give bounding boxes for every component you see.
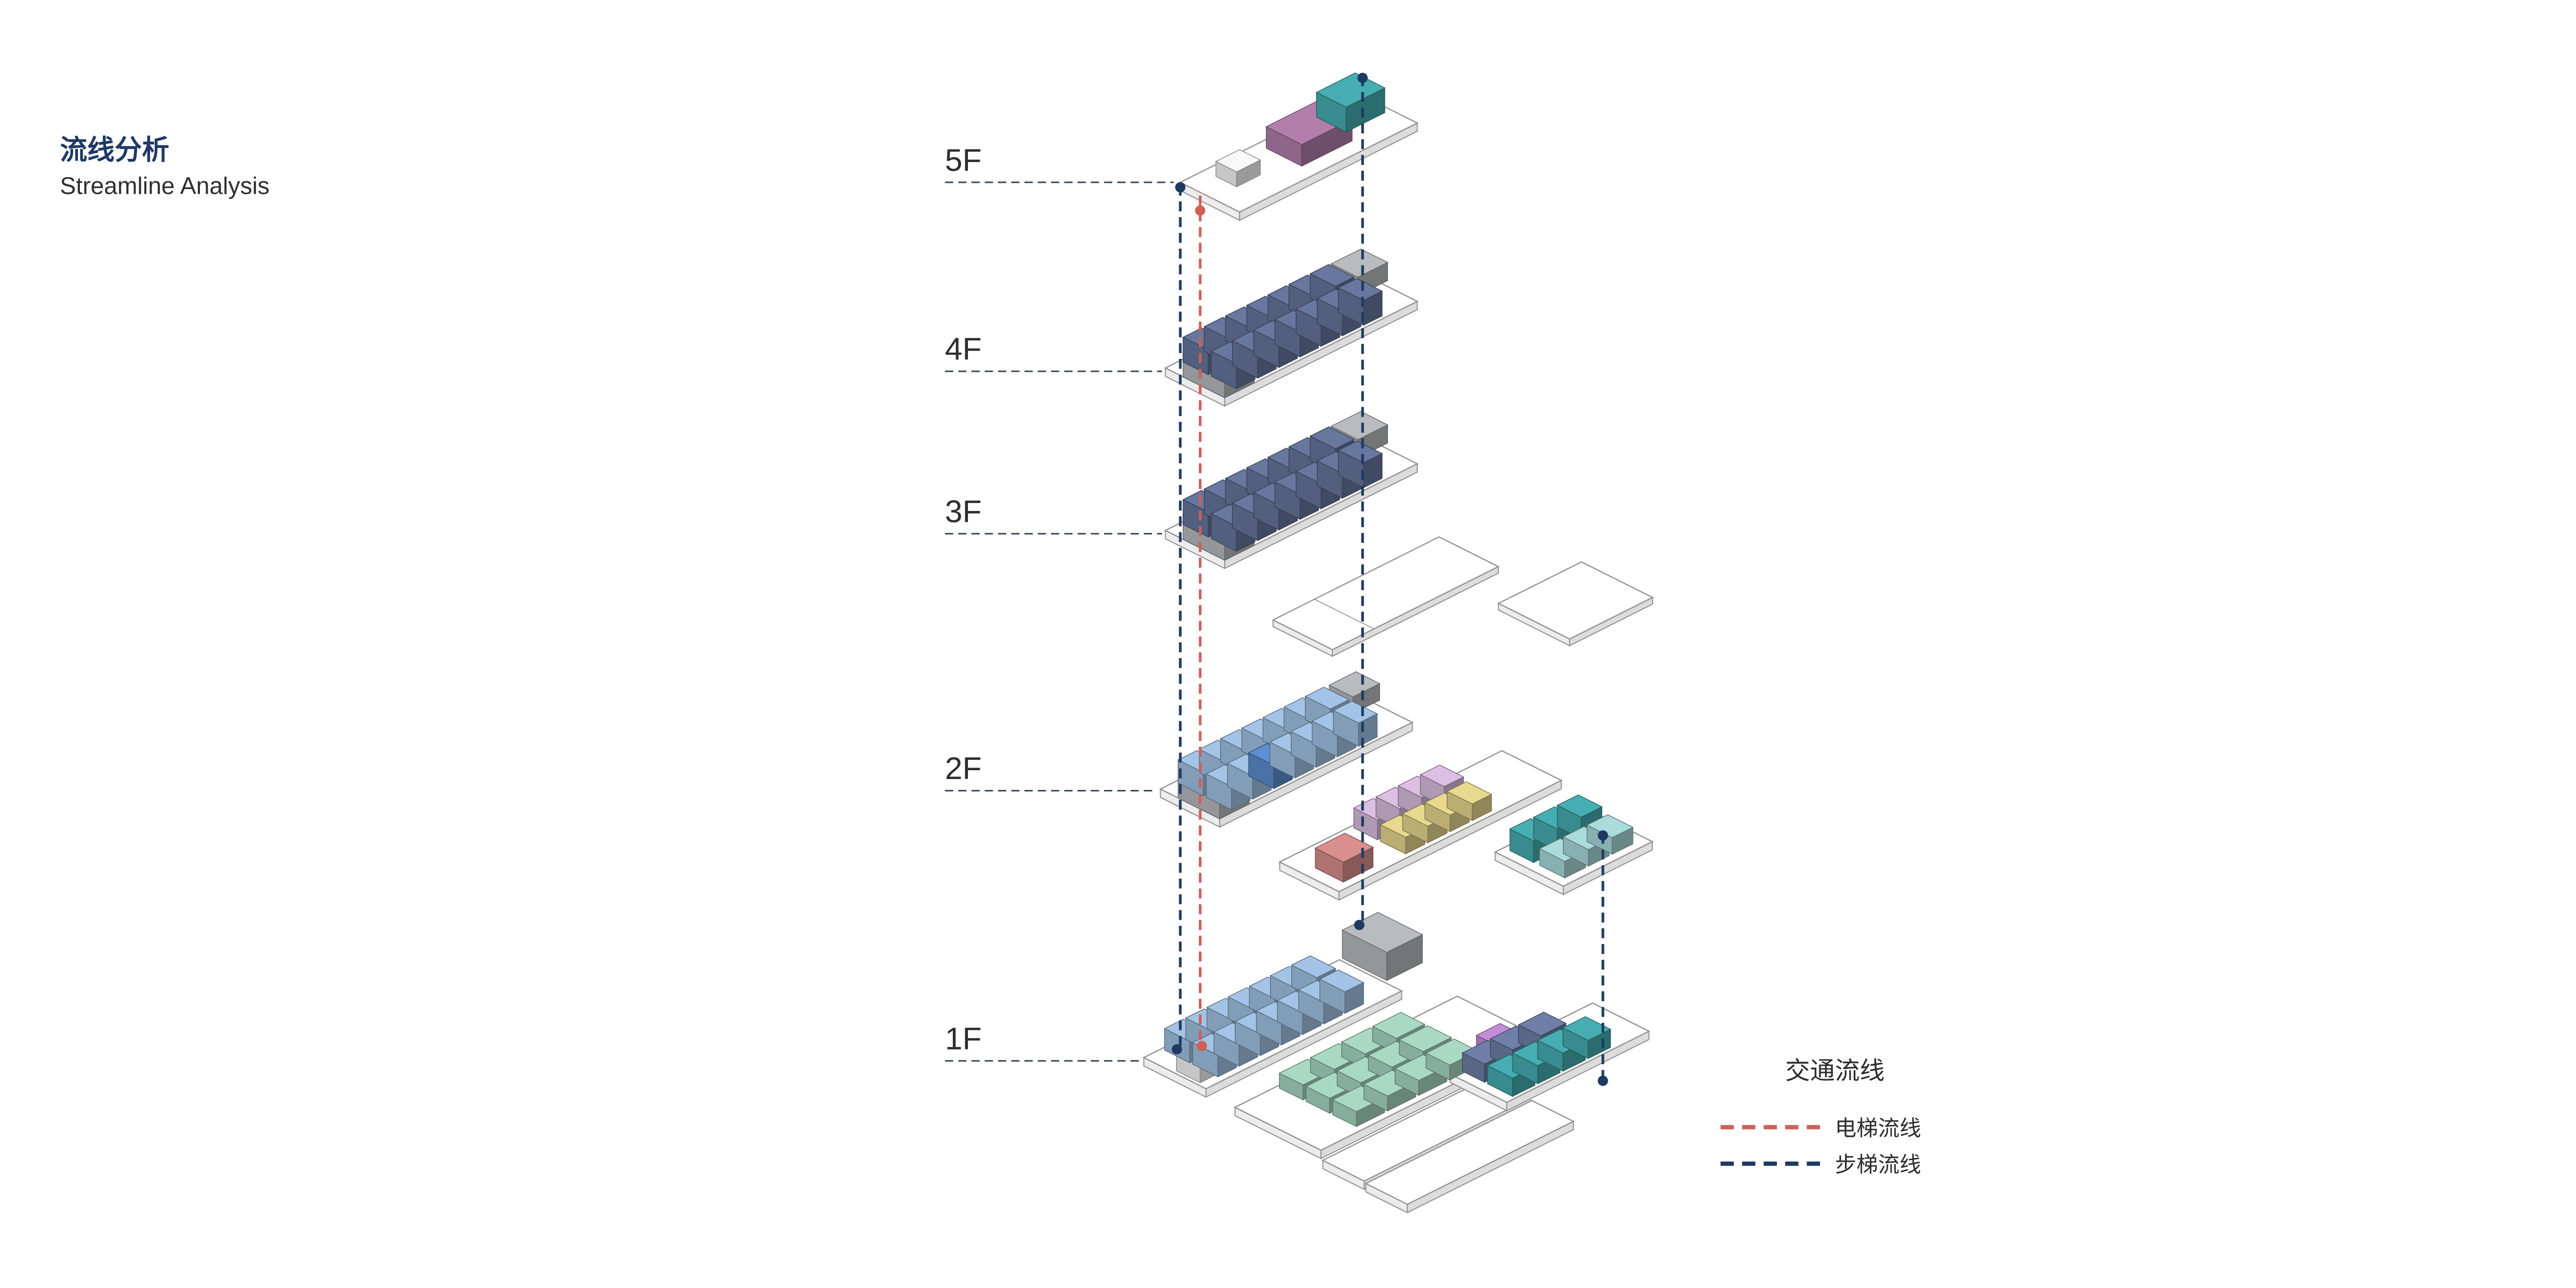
box-top [1309,264,1355,287]
box-top [1319,969,1365,992]
box-top [1309,426,1355,449]
box-top [1304,687,1350,709]
slab-top [1497,561,1654,640]
elevator-node-top [1195,205,1206,216]
floor-plate-1f-podium [1142,912,1651,1214]
floor-labels: 5F 4F 3F 2F 1F [945,142,1174,1062]
floor-plate-5f [1179,72,1419,221]
box-top [1398,1025,1452,1052]
floor-label-1f: 1F [945,1021,982,1056]
box-top [1215,149,1261,172]
legend-elevator-label: 电梯流线 [1835,1116,1921,1140]
floor-plate-3f [1164,411,1419,570]
box-top [1372,1012,1425,1039]
elevator-node-1f [1196,1041,1207,1051]
legend: 交通流线 电梯流线 步梯流线 [1720,1057,1921,1177]
floor-plate-2f-right [1493,794,1654,895]
legend-title: 交通流线 [1785,1057,1884,1085]
legend-stair-label: 步梯流线 [1835,1152,1921,1177]
box-top [1330,411,1388,440]
floor-label-2f: 2F [945,750,982,786]
box-top [1315,72,1386,108]
stair-node-5f [1175,182,1185,193]
stair-node-1f-right [1598,1076,1608,1086]
floor-label-5f: 5F [945,142,982,178]
box-top [1330,248,1388,278]
box-top [1291,955,1337,978]
slab-top [1272,536,1500,651]
floor-plate-2f-center [1278,750,1563,901]
circulation-lines [1179,76,1604,1083]
floor-plate-2f-left [1159,671,1414,828]
stair-node-5f-top [1357,73,1368,83]
box-top [1420,764,1464,787]
box-top [1332,701,1378,723]
stair-node-1f-core [1354,920,1365,930]
box-top [1446,781,1492,804]
page-subtitle: Streamline Analysis [60,172,269,199]
floor-label-3f: 3F [945,493,982,529]
slab-top [1365,1099,1575,1205]
box-top [1328,671,1381,697]
circulation-node-dots [1171,73,1608,1086]
stair-node-2f-right [1598,830,1608,841]
box-top [1314,833,1374,863]
box-top [1338,440,1383,463]
floor-label-4f: 4F [945,331,982,367]
box-top [1338,278,1383,301]
stair-node-1f [1171,1044,1182,1055]
roof-outline-plates [1272,536,1654,658]
box-top [1562,1016,1612,1041]
box-top [1518,1012,1567,1037]
page-title: 流线分析 [60,135,169,165]
floor-plate-4f [1164,248,1419,407]
box-top [1556,794,1603,818]
roof-inner-line [1314,599,1374,629]
